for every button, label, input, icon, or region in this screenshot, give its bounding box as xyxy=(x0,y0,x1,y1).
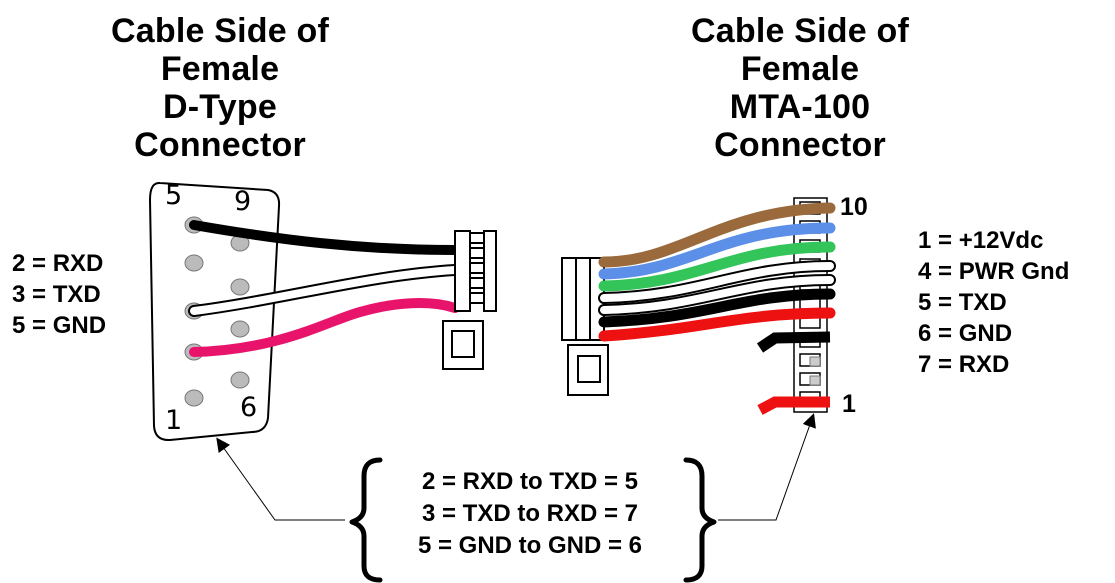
d-type-title-line-1: Cable Side of xyxy=(111,12,329,50)
d-type-pin-assignment: 2 = RXD xyxy=(12,250,104,277)
d-type-pin-label-6: 6 xyxy=(240,392,258,423)
d-type-pin xyxy=(230,371,250,389)
blue-wire-right xyxy=(598,222,836,280)
d-type-pin-assignment: 5 = GND xyxy=(12,312,107,339)
d-type-title-line-2: Female xyxy=(160,50,280,88)
white-wire-right-2 xyxy=(600,276,834,314)
left-brace xyxy=(349,457,383,583)
white-wire-right xyxy=(600,262,834,302)
mta-100-connector-title: Cable Side of Female MTA-100 Connector xyxy=(640,12,960,164)
d-type-pin-label-1: 1 xyxy=(165,405,183,436)
d-type-pin-list: 2 = RXD 3 = TXD 5 = GND xyxy=(12,248,106,341)
mta-pin-assignment: 6 = GND xyxy=(918,320,1013,347)
mta-100-empty-slots xyxy=(809,356,821,386)
mta-pin-label-1: 1 xyxy=(842,390,856,418)
black-stub-wire xyxy=(756,331,831,353)
d-type-pin-label-5: 5 xyxy=(165,180,183,211)
d-type-pin-assignment: 3 = TXD xyxy=(12,281,101,308)
mta-title-line-1: Cable Side of xyxy=(691,12,909,50)
mta-title-line-2: Female xyxy=(740,50,860,88)
mta-pin-assignment: 4 = PWR Gnd xyxy=(918,258,1070,285)
connection-item: 3 = TXD to RXD = 7 xyxy=(421,500,639,527)
connection-mapping: 2 = RXD to TXD = 5 3 = TXD to RXD = 7 5 … xyxy=(360,466,700,562)
d-type-pin xyxy=(184,254,204,272)
mta-pin-list: 1 = +12Vdc 4 = PWR Gnd 5 = TXD 6 = GND 7… xyxy=(918,225,1069,380)
connection-item: 5 = GND to GND = 6 xyxy=(417,532,643,559)
red-wire-right xyxy=(598,307,836,342)
mta-pin-label-10: 10 xyxy=(840,193,868,221)
right-connection-arrow xyxy=(718,413,816,521)
connection-item: 2 = RXD to TXD = 5 xyxy=(421,468,639,495)
red-stub-wire xyxy=(757,396,830,415)
mta-pin-assignment: 7 = RXD xyxy=(918,351,1010,378)
d-type-pin xyxy=(230,278,250,296)
white-wire-left xyxy=(190,266,459,315)
d-type-pin-label-9: 9 xyxy=(234,186,252,217)
d-type-title-line-3: D-Type xyxy=(163,88,277,126)
mta-title-line-3: MTA-100 xyxy=(729,88,871,126)
left-mta-plug xyxy=(442,230,497,370)
d-type-pin xyxy=(184,389,204,407)
green-wire-right xyxy=(598,241,836,292)
right-brace xyxy=(683,457,717,583)
left-connection-arrow xyxy=(216,437,345,521)
pink-wire-left xyxy=(189,298,460,357)
black-wire-left xyxy=(189,220,460,255)
brown-wire-right xyxy=(598,202,836,268)
d-type-pin xyxy=(230,320,250,338)
mta-pin-assignment: 1 = +12Vdc xyxy=(918,227,1044,254)
mta-pin-assignment: 5 = TXD xyxy=(918,289,1007,316)
mta-title-line-4: Connector xyxy=(714,126,886,164)
black-wire-right xyxy=(598,288,836,328)
d-type-title-line-4: Connector xyxy=(134,126,306,164)
d-type-connector-title: Cable Side of Female D-Type Connector xyxy=(70,12,370,164)
